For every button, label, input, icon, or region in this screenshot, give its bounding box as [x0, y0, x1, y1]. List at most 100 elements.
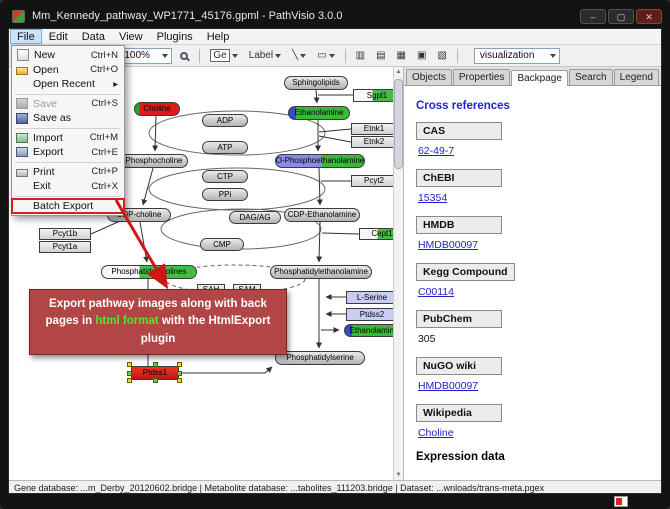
selection-handle[interactable]: [127, 362, 132, 367]
align-left-button[interactable]: ▦: [393, 48, 410, 63]
selection-handle[interactable]: [127, 371, 132, 376]
chevron-down-icon: [549, 53, 556, 58]
new-datanode-button[interactable]: Ge: [206, 47, 241, 64]
menu-edit[interactable]: Edit: [48, 31, 68, 43]
xref-link[interactable]: HMDB00097: [417, 380, 479, 392]
file-menu-item-batch-export[interactable]: Batch Export: [11, 197, 125, 214]
menu-data[interactable]: Data: [81, 31, 105, 43]
blank-icon: [16, 200, 28, 212]
pathway-node-cept1[interactable]: Cept1: [359, 228, 393, 240]
scrollbar-thumb[interactable]: [393, 79, 403, 169]
pathway-node-sphingolipids[interactable]: Sphingolipids: [284, 76, 348, 90]
visualization-value: visualization: [479, 50, 535, 61]
pathway-node-sgpl1[interactable]: Sgpl1: [353, 89, 393, 102]
magnifier-icon: [180, 51, 189, 60]
pathway-node-pcyt2[interactable]: Pcyt2: [351, 175, 393, 187]
zoom-combobox[interactable]: 100%: [118, 47, 173, 64]
pathway-node-ppi[interactable]: PPi: [202, 188, 248, 201]
scroll-up-icon[interactable]: ▲: [395, 69, 402, 75]
line-tool-button[interactable]: ╲: [288, 48, 310, 63]
selection-handle[interactable]: [127, 378, 132, 383]
menu-help[interactable]: Help: [206, 31, 230, 43]
pathway-node-phosphatidylethanolamine[interactable]: Phosphatidylethanolamine: [270, 265, 372, 279]
tab-search[interactable]: Search: [568, 69, 613, 85]
align-horizontal-button[interactable]: ▥: [352, 48, 369, 63]
pathway-node-cdp-ethanolamine[interactable]: CDP-Ethanolamine: [284, 208, 360, 222]
maximize-button[interactable]: ▢: [608, 8, 634, 24]
canvas-vertical-scrollbar[interactable]: ▲ ▼: [392, 67, 403, 480]
selection-handle[interactable]: [153, 362, 158, 367]
menu-view[interactable]: View: [118, 31, 143, 43]
pathway-node-phosphatidylserine[interactable]: Phosphatidylserine: [275, 351, 365, 365]
selection-handle[interactable]: [177, 362, 182, 367]
tab-legend[interactable]: Legend: [613, 69, 659, 85]
new-icon: [17, 49, 29, 62]
pathway-node-l-serine[interactable]: L-Serine: [346, 291, 393, 304]
xref-link[interactable]: 15354: [417, 192, 448, 204]
file-menu-item-save-as[interactable]: Save as: [12, 111, 124, 126]
tab-objects[interactable]: Objects: [405, 69, 452, 85]
pathway-node-phosphocholine[interactable]: Phosphocholine: [120, 154, 188, 168]
selection-handle[interactable]: [177, 371, 182, 376]
xref-link[interactable]: C00114: [417, 286, 454, 298]
align-vertical-button[interactable]: ▤: [372, 48, 389, 63]
pathway-node-o-phosphoethanolamine[interactable]: O-Phosphoethanolamine: [275, 154, 365, 168]
pathway-node-pcyt1b[interactable]: Pcyt1b: [39, 228, 91, 240]
pathway-node-ethanolamine-bottom[interactable]: Ethanolamine: [344, 324, 393, 337]
tab-backpage[interactable]: Backpage: [511, 70, 568, 86]
pathway-node-dag[interactable]: DAG/AG: [229, 211, 281, 224]
pathway-node-ethanolamine-top[interactable]: Ethanolamine: [288, 106, 350, 120]
zoom-to-fit-button[interactable]: [175, 47, 193, 64]
align-horizontal-icon: ▥: [355, 50, 366, 61]
menu-plugins[interactable]: Plugins: [156, 31, 193, 43]
pathway-node-cmp[interactable]: CMP: [200, 238, 244, 251]
title-bar: Mm_Kennedy_pathway_WP1771_45176.gpml - P…: [8, 5, 662, 27]
saveas-icon: [16, 112, 28, 124]
pathway-node-etnk1[interactable]: Etnk1: [351, 123, 393, 135]
chevron-down-icon: [275, 53, 282, 58]
tab-properties[interactable]: Properties: [452, 69, 511, 85]
pathway-node-pcyt1a[interactable]: Pcyt1a: [39, 241, 91, 253]
pathway-node-etnk2[interactable]: Etnk2: [351, 136, 393, 148]
pathway-node-adp[interactable]: ADP: [202, 114, 248, 127]
visualization-combobox[interactable]: visualization: [473, 47, 560, 64]
align-top-button[interactable]: ▣: [413, 48, 430, 63]
menu-file[interactable]: File: [10, 29, 42, 44]
pathway-node-ptdss2[interactable]: Ptdss2: [346, 308, 393, 321]
annotation-text-2: with the HtmlExport plugin: [140, 315, 271, 345]
xref-link[interactable]: Choline: [417, 427, 454, 439]
scroll-down-icon[interactable]: ▼: [395, 472, 402, 478]
pathway-node-atp[interactable]: ATP: [202, 141, 248, 154]
xref-link[interactable]: 62-49-7: [417, 145, 455, 157]
new-label-button[interactable]: Label: [245, 48, 285, 63]
selection-handle[interactable]: [153, 378, 158, 383]
xref-header: ChEBI: [415, 169, 502, 187]
close-button[interactable]: ✕: [636, 8, 662, 24]
selection-handle[interactable]: [177, 378, 182, 383]
app-icon: [12, 9, 25, 23]
menu-separator: [15, 93, 121, 95]
file-menu-item-open-recent[interactable]: Open Recent▸: [12, 77, 124, 92]
xref-header: NuGO wiki: [415, 357, 502, 375]
xref-link[interactable]: HMDB00097: [417, 239, 479, 251]
minimize-button[interactable]: –: [580, 8, 606, 24]
common-size-button[interactable]: ▧: [433, 48, 450, 63]
shape-tool-button[interactable]: ▭: [313, 48, 338, 63]
pathway-node-ctp[interactable]: CTP: [202, 170, 248, 183]
pathway-node-phosphatidylcholines[interactable]: Phosphatidylcholines: [101, 265, 197, 279]
pathway-node-choline[interactable]: Choline: [134, 102, 180, 116]
annotation-highlight: html format: [95, 315, 159, 328]
